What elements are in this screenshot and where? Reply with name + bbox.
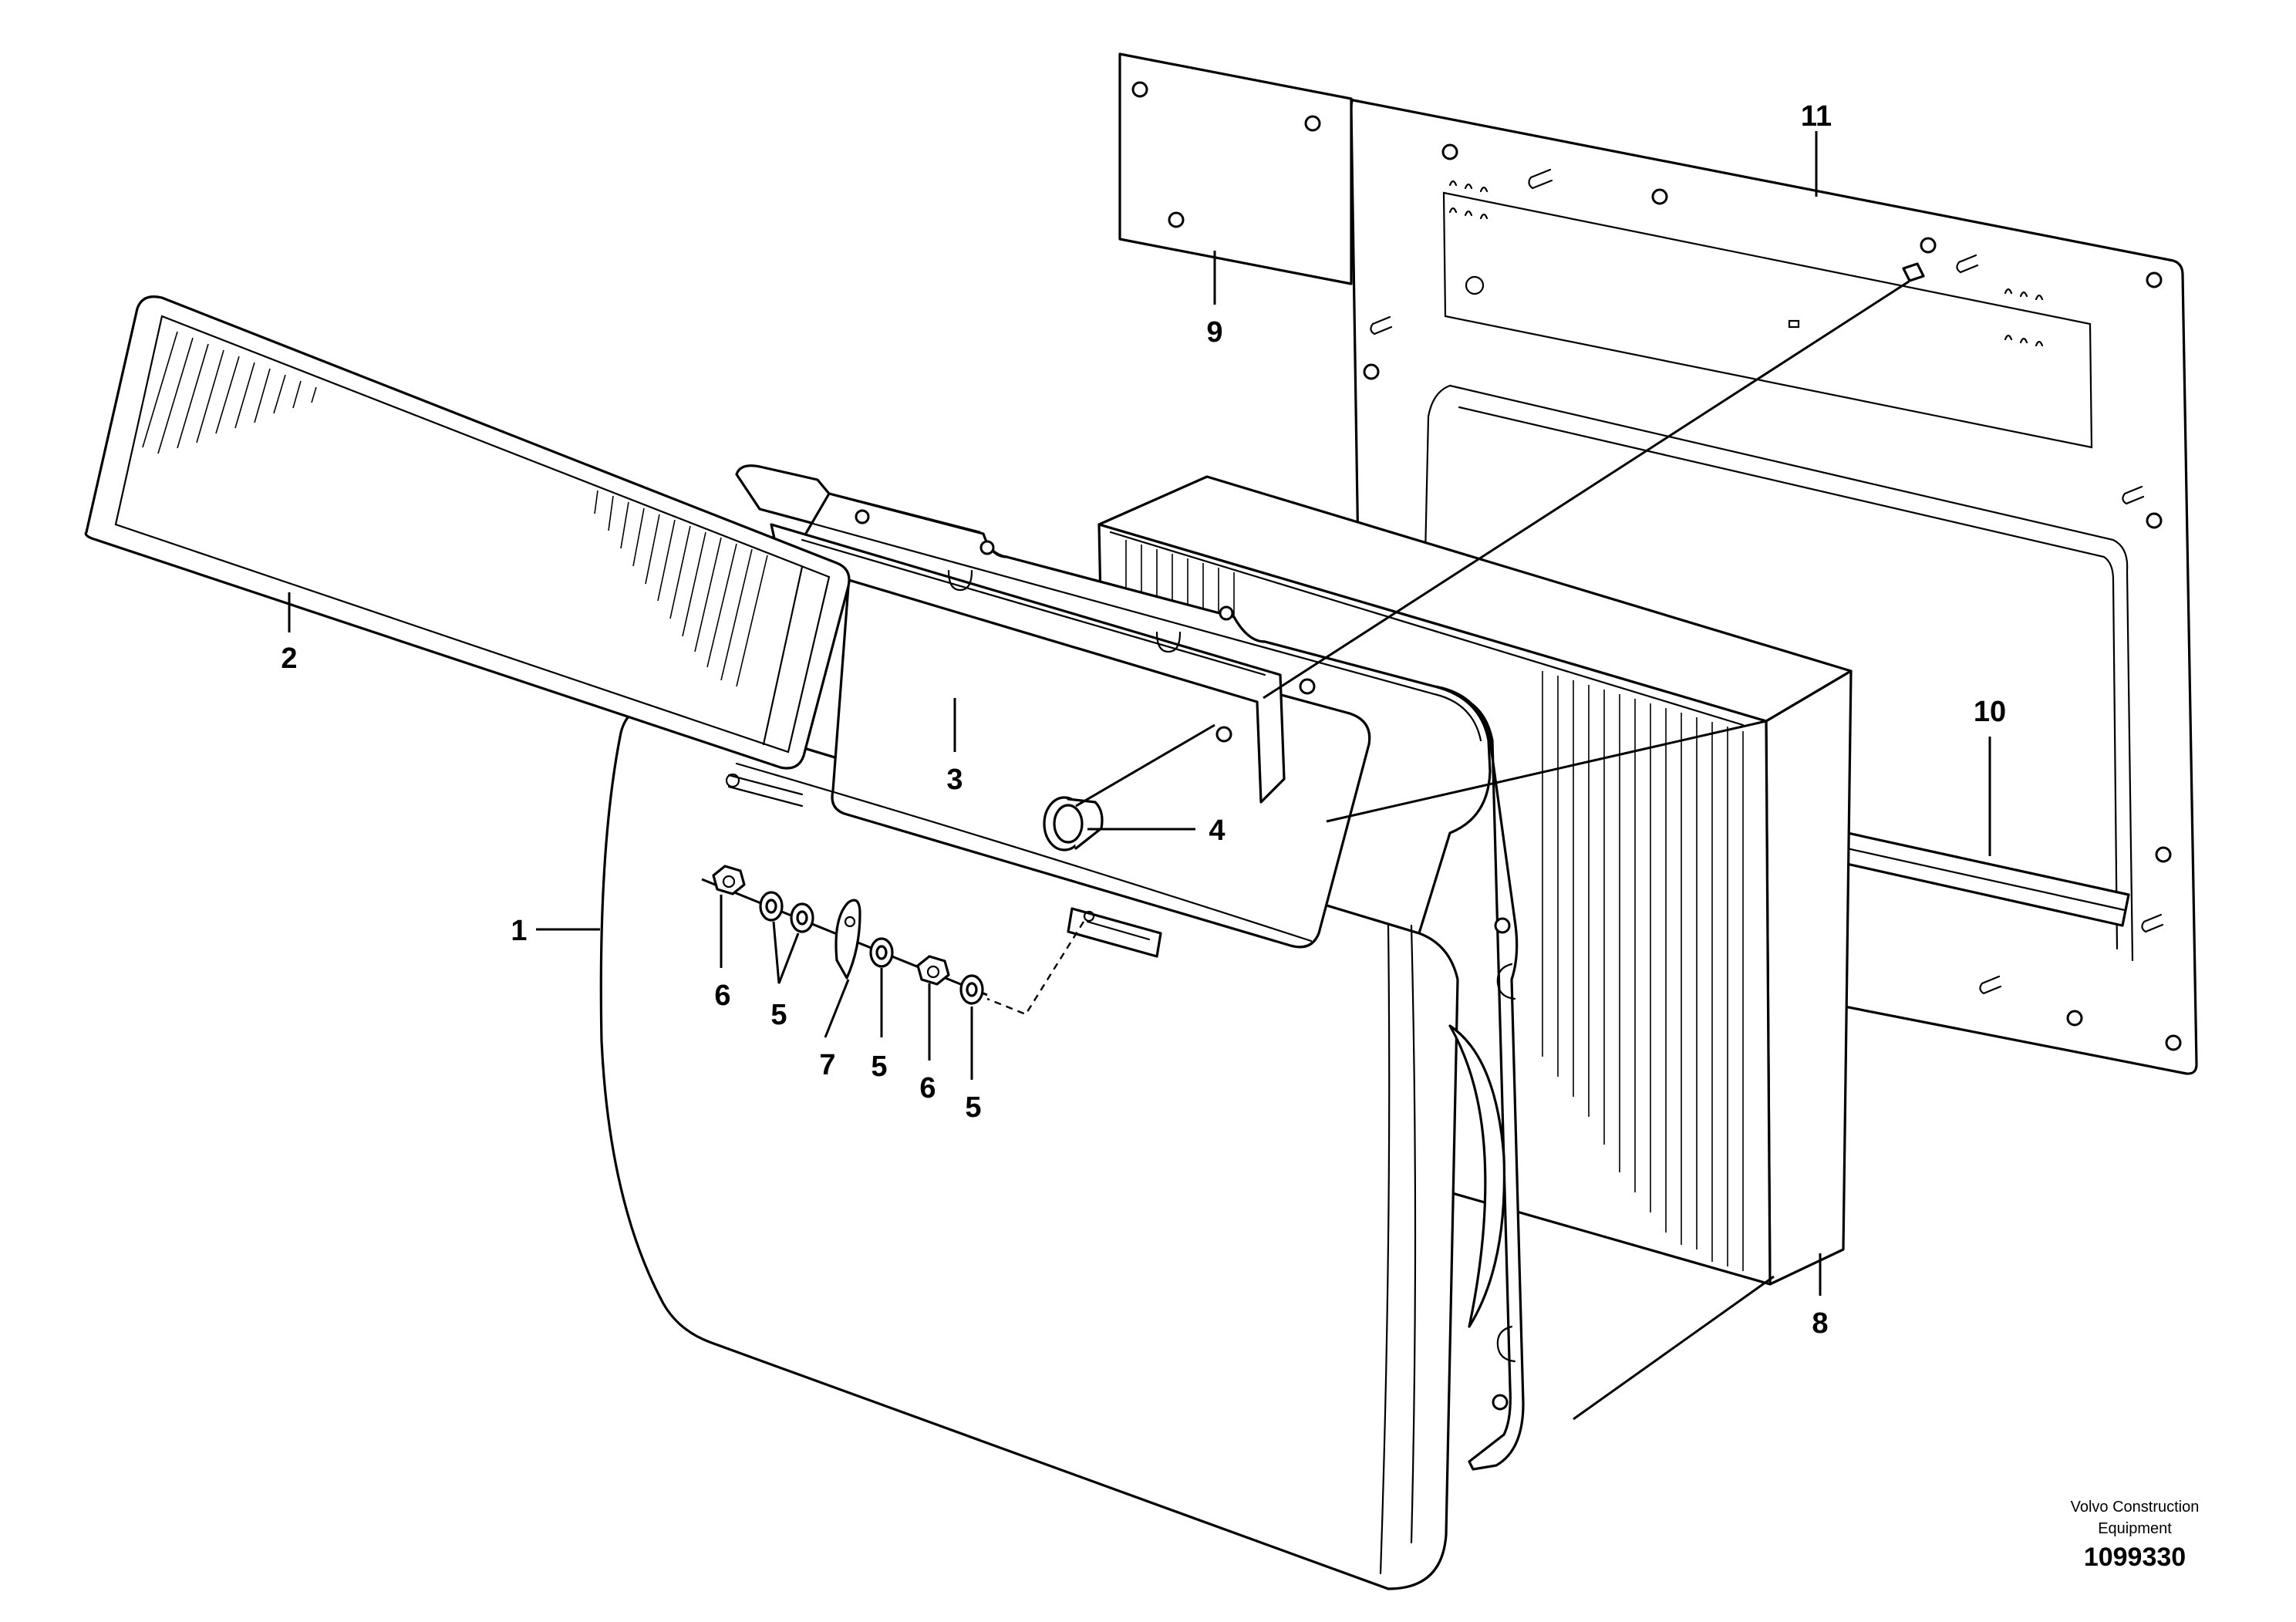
- nut-part-6-left: [712, 865, 746, 895]
- fastener-set: [701, 865, 988, 1005]
- callout-leaders: [288, 131, 1991, 1296]
- callout-4: 4: [1209, 814, 1225, 847]
- assembly-lines: [986, 262, 1925, 1421]
- credit-company-line-1: Volvo Construction: [2071, 1499, 2200, 1516]
- callout-10: 10: [1974, 696, 2006, 728]
- callout-6-b: 6: [919, 1072, 936, 1104]
- clip-part-7: [834, 899, 861, 980]
- callout-5-c: 5: [965, 1091, 981, 1124]
- glass-hatching: [142, 331, 768, 687]
- credit-block: Volvo Construction Equipment 1099330: [2071, 1499, 2200, 1572]
- callout-9: 9: [1206, 316, 1222, 349]
- callout-1: 1: [511, 915, 527, 947]
- plate-studs: [1370, 168, 2164, 995]
- washer-part-5-a: [759, 891, 784, 922]
- callout-5-a: 5: [770, 999, 787, 1031]
- cover-plate-part-9: [1118, 52, 1353, 285]
- callout-labels: 1 2 3 4 5 5 5 6 6 7 8 9 10 11: [281, 100, 2006, 1340]
- glass-panel-part-2: [84, 295, 851, 770]
- callout-11: 11: [1801, 100, 1832, 133]
- callout-2: 2: [281, 642, 297, 675]
- callout-6-a: 6: [714, 980, 730, 1012]
- washer-part-5-c: [869, 937, 894, 968]
- credit-company-line-2: Equipment: [2098, 1520, 2172, 1537]
- nut-part-6-right: [916, 955, 950, 986]
- callout-8: 8: [1812, 1307, 1828, 1340]
- document-number: 1099330: [2084, 1543, 2186, 1572]
- callout-7: 7: [819, 1049, 835, 1081]
- plate-bolt-holes: [1363, 143, 2182, 1051]
- knob-part-4: [1043, 796, 1104, 851]
- callout-3: 3: [946, 764, 963, 796]
- washer-part-5-d: [959, 974, 984, 1005]
- washer-part-5-b: [790, 902, 814, 933]
- callout-5-b: 5: [871, 1050, 887, 1083]
